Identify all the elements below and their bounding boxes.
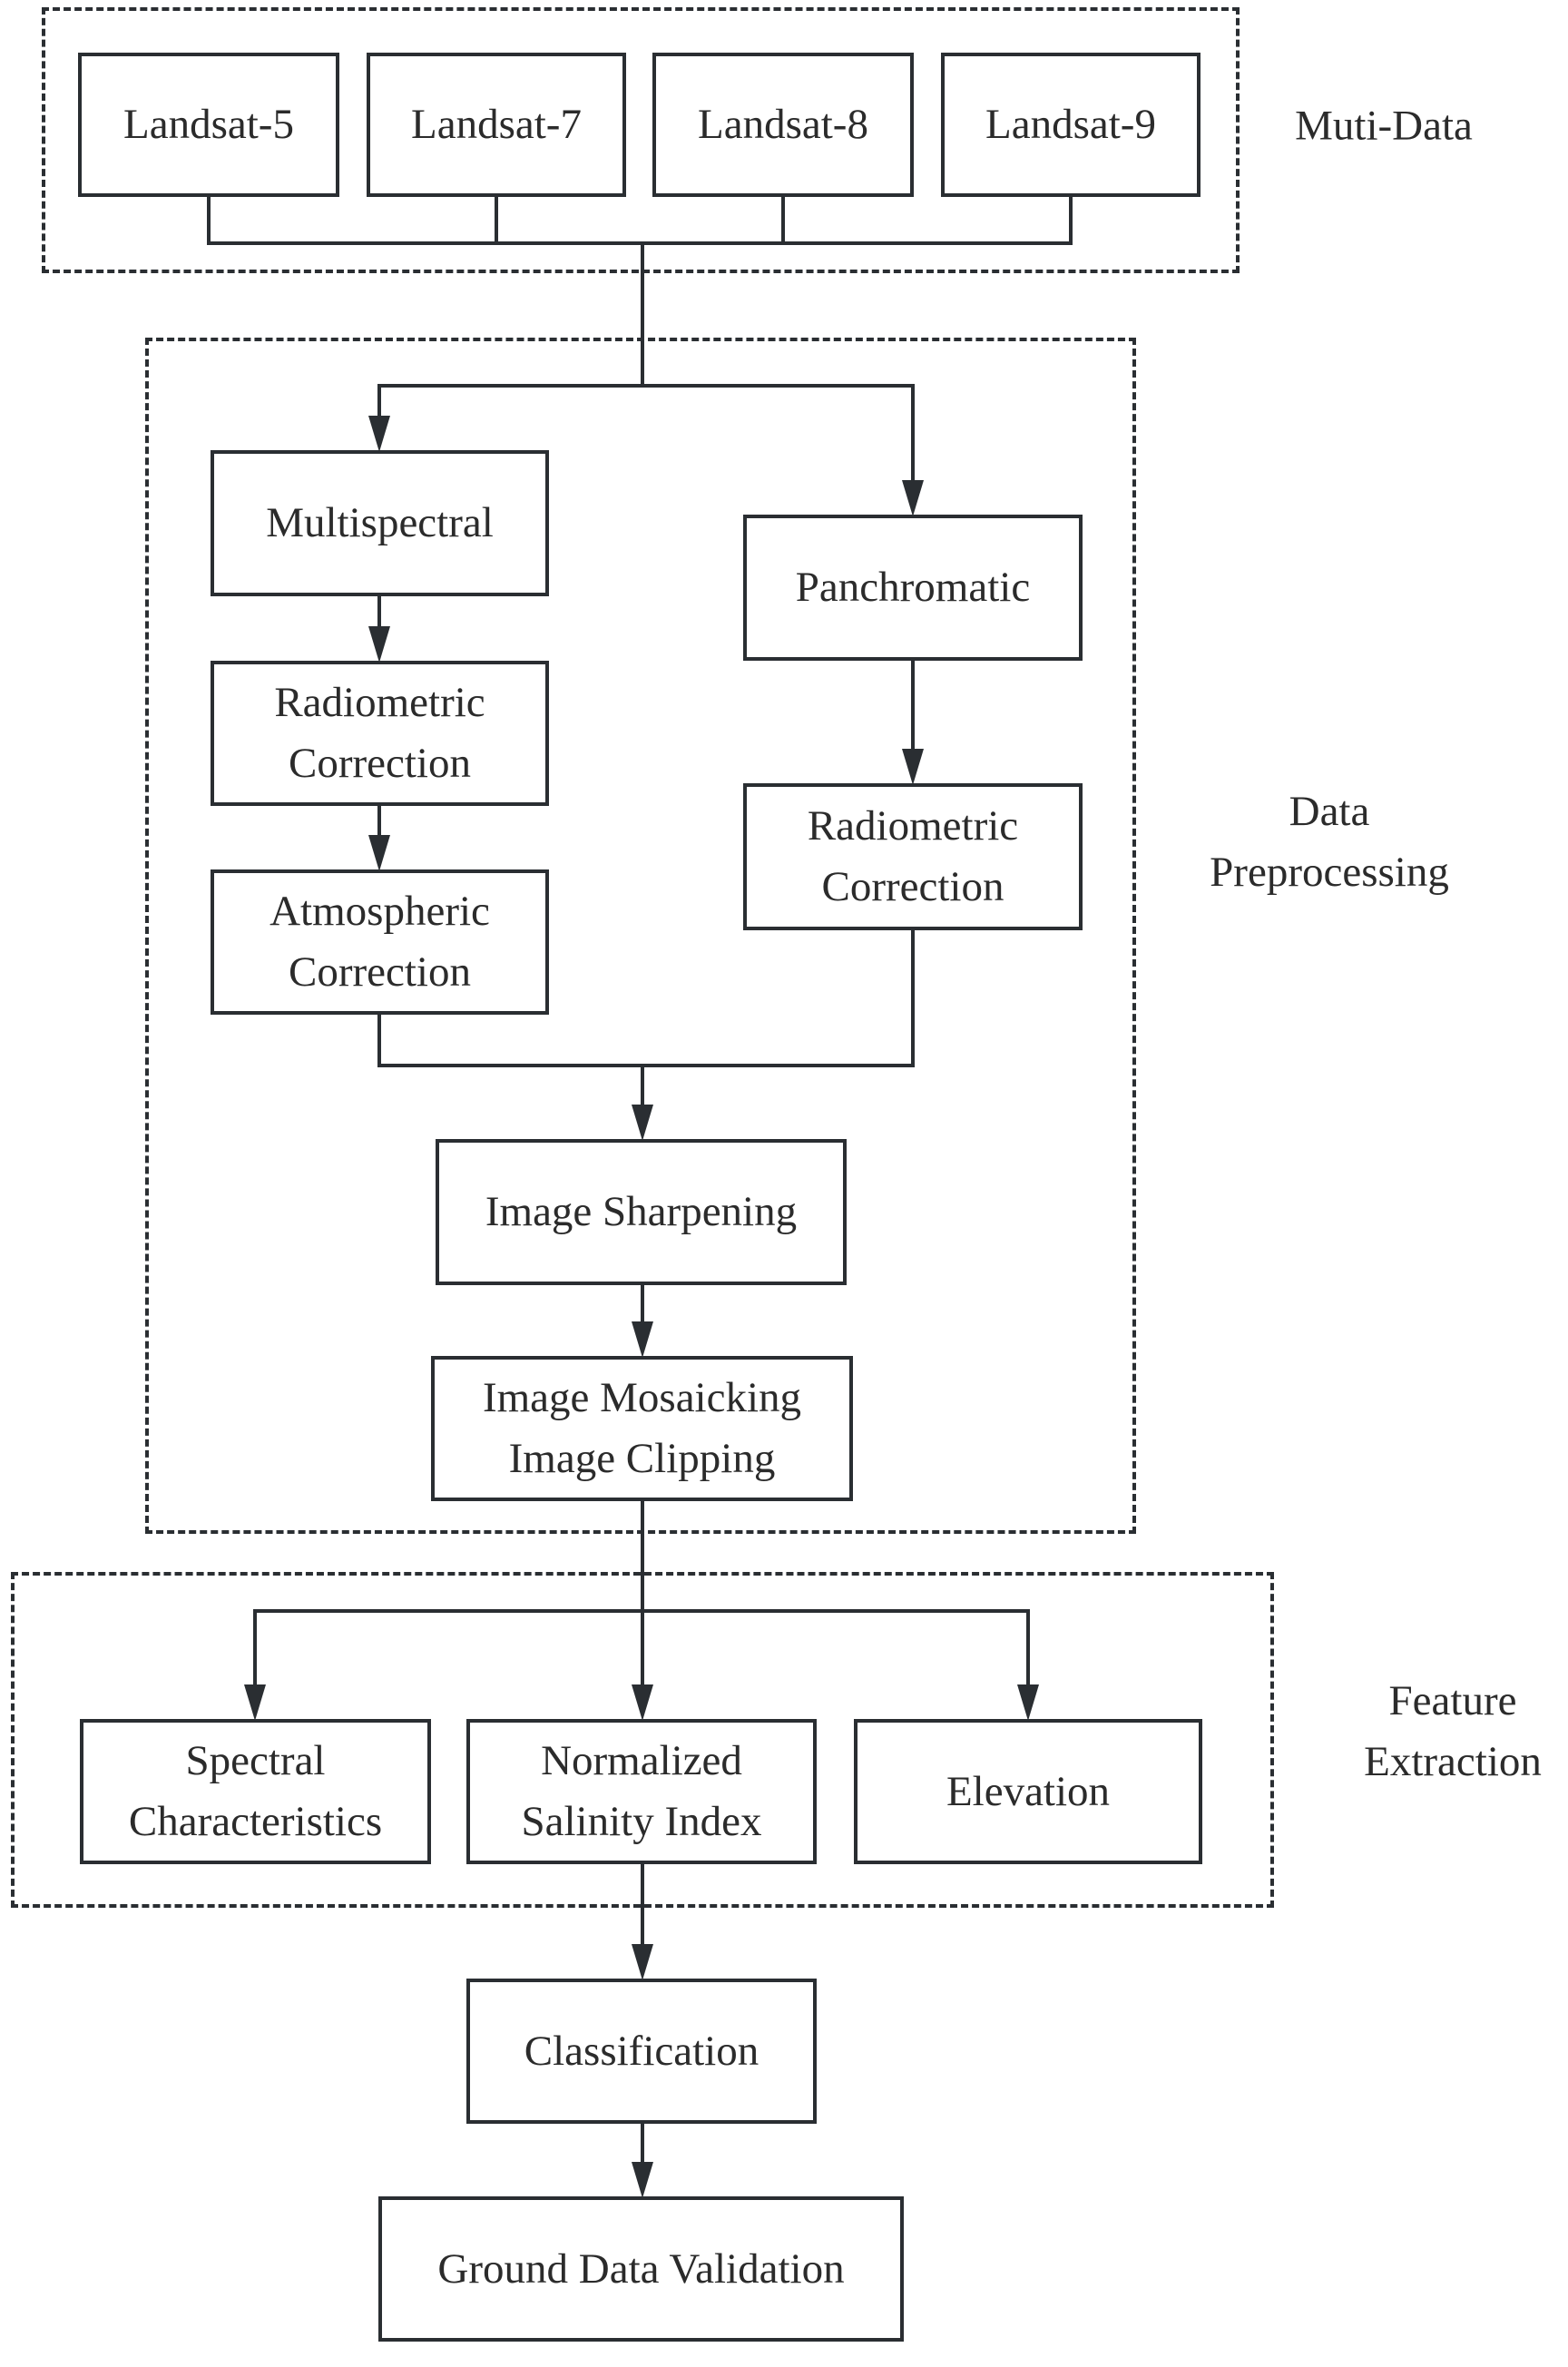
arrowhead-icon: [1017, 1684, 1039, 1721]
node-landsat-8: Landsat-8: [652, 53, 914, 197]
node-normalized-salinity-index: Normalized Salinity Index: [466, 1719, 817, 1864]
arrowhead-icon: [902, 480, 924, 516]
arrowhead-icon: [368, 416, 390, 452]
node-mosaicking-clipping: Image Mosaicking Image Clipping: [431, 1356, 853, 1501]
arrowhead-icon: [632, 2162, 653, 2198]
node-classification: Classification: [466, 1979, 817, 2124]
group-data-preprocessing: [145, 338, 1136, 1534]
label-muti-data: Muti-Data: [1295, 102, 1473, 150]
arrowhead-icon: [368, 626, 390, 663]
arrowheads: [244, 416, 1039, 2198]
node-atmospheric-correction: Atmospheric Correction: [211, 869, 549, 1015]
node-elevation: Elevation: [854, 1719, 1202, 1864]
node-landsat-7: Landsat-7: [367, 53, 626, 197]
group-muti-data: [42, 7, 1240, 273]
arrowhead-icon: [632, 1944, 653, 1980]
label-feature-extraction: Feature Extraction: [1364, 1677, 1542, 1785]
node-panchromatic: Panchromatic: [743, 515, 1083, 661]
arrowhead-icon: [632, 1684, 653, 1721]
label-data-preprocessing: Data Preprocessing: [1210, 788, 1449, 896]
arrowhead-icon: [244, 1684, 266, 1721]
node-landsat-9: Landsat-9: [941, 53, 1200, 197]
node-radiometric-correction-left: Radiometric Correction: [211, 661, 549, 806]
arrowhead-icon: [368, 835, 390, 871]
node-landsat-5: Landsat-5: [78, 53, 339, 197]
node-ground-data-validation: Ground Data Validation: [378, 2196, 904, 2342]
node-radiometric-correction-right: Radiometric Correction: [743, 783, 1083, 930]
group-feature-extraction: [11, 1572, 1274, 1908]
arrowhead-icon: [632, 1105, 653, 1141]
arrowhead-icon: [632, 1321, 653, 1358]
node-multispectral: Multispectral: [211, 450, 549, 596]
join-line: [377, 930, 915, 1067]
node-image-sharpening: Image Sharpening: [436, 1139, 847, 1285]
landsat-bus-line: [207, 197, 1073, 245]
node-spectral-characteristics: Spectral Characteristics: [80, 1719, 431, 1864]
arrowhead-icon: [902, 749, 924, 785]
